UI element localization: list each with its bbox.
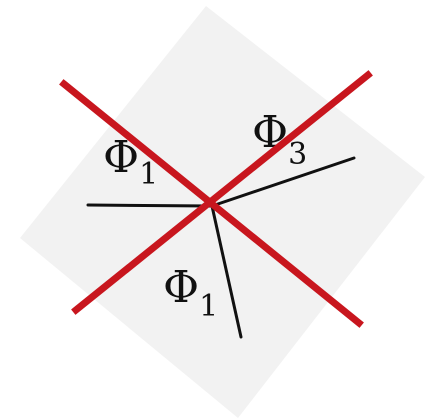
label-top-right: Φ3 xyxy=(252,107,307,172)
junction-line-left xyxy=(86,203,214,208)
label-bottom: Φ1 xyxy=(163,262,218,324)
label-top-left-subscript: 1 xyxy=(139,157,158,192)
junction-line-bottom xyxy=(210,204,243,339)
label-top-right-subscript: 3 xyxy=(288,137,307,172)
label-bottom-symbol: Φ xyxy=(163,262,199,313)
red-cross-mark xyxy=(59,70,373,328)
junction-lines xyxy=(86,156,356,339)
red-cross-stroke-2 xyxy=(71,70,373,315)
junction-line-right xyxy=(210,156,356,208)
label-bottom-subscript: 1 xyxy=(199,289,218,324)
